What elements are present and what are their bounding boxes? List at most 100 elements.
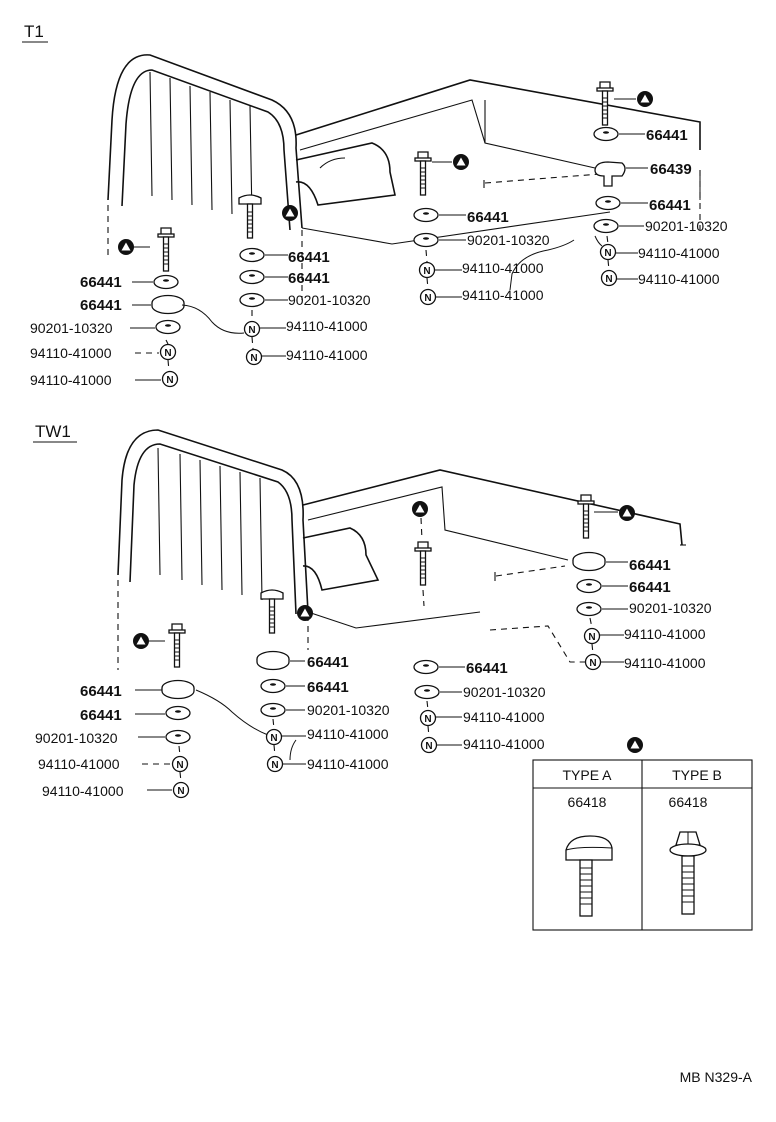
nut-icon: N bbox=[245, 348, 263, 366]
svg-text:N: N bbox=[248, 325, 255, 336]
type-marker-icon bbox=[453, 154, 469, 170]
part-number: 94110-41000 bbox=[462, 287, 544, 303]
part-number: 94110-41000 bbox=[624, 626, 706, 642]
svg-text:N: N bbox=[589, 658, 596, 669]
washer-icon bbox=[260, 702, 286, 718]
bolt-icon bbox=[168, 623, 186, 668]
part-number: 94110-41000 bbox=[463, 736, 545, 752]
nut-icon: N bbox=[172, 781, 190, 799]
part-number: 66441 bbox=[80, 297, 122, 314]
type-marker-icon bbox=[412, 501, 428, 517]
part-number: 66441 bbox=[288, 270, 330, 287]
legend-part-type-a: 66418 bbox=[568, 794, 607, 810]
svg-text:N: N bbox=[424, 714, 431, 725]
stack-tw1-mid: 66441 90201-10320 N 94110-41000 N 94110-… bbox=[289, 501, 546, 761]
cushion-washer-icon bbox=[576, 578, 602, 594]
part-number: 66441 bbox=[467, 209, 509, 226]
nut-icon: N bbox=[420, 736, 438, 754]
part-number: 90201-10320 bbox=[307, 702, 390, 718]
stack-t1-right: 66441 66439 66441 90201-10320 N 94110-41… bbox=[593, 81, 728, 287]
type-marker-icon bbox=[637, 91, 653, 107]
section-t1: T1 664 bbox=[22, 22, 728, 388]
part-number: 94110-41000 bbox=[307, 726, 389, 742]
svg-text:N: N bbox=[604, 248, 611, 259]
part-number: 94110-41000 bbox=[30, 372, 112, 388]
part-number: 66439 bbox=[650, 161, 692, 178]
part-number: 94110-41000 bbox=[624, 655, 706, 671]
washer-icon bbox=[413, 232, 439, 248]
part-number: 94110-41000 bbox=[30, 345, 112, 361]
stack-tw1-left: 66441 66441 90201-10320 N 94110-41000 N … bbox=[35, 623, 269, 799]
part-number: 66441 bbox=[80, 274, 122, 291]
washer-icon bbox=[414, 684, 440, 700]
nut-icon: N bbox=[583, 627, 601, 645]
cushion-washer-icon bbox=[161, 679, 195, 700]
cushion-washer-icon bbox=[595, 195, 621, 211]
stack-t1-center: 66441 66441 90201-10320 N 94110-41000 N … bbox=[181, 194, 371, 366]
part-number: 90201-10320 bbox=[35, 730, 118, 746]
t-bolt-type-a-icon bbox=[565, 835, 613, 917]
bracket-icon bbox=[594, 161, 626, 187]
cushion-washer-icon bbox=[165, 705, 191, 721]
cushion-washer-icon bbox=[239, 269, 265, 285]
part-number: 94110-41000 bbox=[462, 260, 544, 276]
bolt-type-legend: TYPE A TYPE B 66418 66418 bbox=[532, 737, 753, 931]
part-number: 66441 bbox=[307, 654, 349, 671]
part-number: 94110-41000 bbox=[286, 318, 368, 334]
type-marker-icon bbox=[133, 633, 149, 649]
part-number: 90201-10320 bbox=[467, 232, 550, 248]
cushion-washer-icon bbox=[413, 207, 439, 223]
washer-icon bbox=[155, 319, 181, 335]
part-number: 90201-10320 bbox=[288, 292, 371, 308]
nut-icon: N bbox=[171, 755, 189, 773]
washer-icon bbox=[165, 729, 191, 745]
nut-icon: N bbox=[599, 243, 617, 261]
nut-icon: N bbox=[266, 755, 284, 773]
svg-text:N: N bbox=[423, 266, 430, 277]
nut-icon: N bbox=[600, 269, 618, 287]
stack-t1-mid: 66441 90201-10320 N 94110-41000 N 94110-… bbox=[413, 151, 575, 306]
part-number: 66441 bbox=[288, 249, 330, 266]
part-number: 66441 bbox=[649, 197, 691, 214]
part-number: 94110-41000 bbox=[286, 347, 368, 363]
nut-icon: N bbox=[265, 728, 283, 746]
section-label-t1: T1 bbox=[24, 22, 44, 41]
bolt-icon bbox=[157, 227, 175, 272]
legend-header-type-b: TYPE B bbox=[672, 767, 722, 783]
type-marker-icon bbox=[282, 205, 298, 221]
nut-icon: N bbox=[159, 343, 177, 361]
part-number: 94110-41000 bbox=[638, 271, 720, 287]
part-number: 66441 bbox=[80, 707, 122, 724]
cushion-washer-icon bbox=[260, 678, 286, 694]
washer-icon bbox=[239, 292, 265, 308]
svg-text:N: N bbox=[177, 786, 184, 797]
svg-text:N: N bbox=[588, 632, 595, 643]
cushion-washer-icon bbox=[593, 126, 619, 142]
bolt-icon bbox=[577, 494, 595, 539]
legend-part-type-b: 66418 bbox=[669, 794, 708, 810]
part-number: 66441 bbox=[80, 683, 122, 700]
type-marker-icon bbox=[627, 737, 643, 753]
section-label-tw1: TW1 bbox=[35, 422, 71, 441]
svg-text:N: N bbox=[270, 733, 277, 744]
stack-tw1-center: 66441 66441 90201-10320 N 94110-41000 N … bbox=[256, 589, 390, 773]
part-number: 94110-41000 bbox=[638, 245, 720, 261]
cushion-washer-icon bbox=[256, 650, 290, 671]
svg-text:N: N bbox=[164, 348, 171, 359]
t-bolt-icon bbox=[260, 589, 284, 634]
nut-icon: N bbox=[243, 320, 261, 338]
t-bolt-icon bbox=[238, 194, 262, 239]
cushion-washer-icon bbox=[153, 274, 179, 290]
type-marker-icon bbox=[619, 505, 635, 521]
part-number: 94110-41000 bbox=[42, 783, 124, 799]
legend-header-type-a: TYPE A bbox=[562, 767, 612, 783]
bolt-icon bbox=[414, 541, 432, 586]
part-number: 66441 bbox=[466, 660, 508, 677]
nut-icon: N bbox=[418, 261, 436, 279]
stack-t1-left: 66441 66441 90201-10320 N 94110-41000 N … bbox=[30, 227, 185, 388]
type-marker-icon bbox=[297, 605, 313, 621]
section-tw1: TW1 66441 66441 bbox=[33, 422, 712, 799]
svg-text:N: N bbox=[605, 274, 612, 285]
stack-tw1-right: 66441 66441 90201-10320 N 94110-41000 N … bbox=[572, 494, 712, 671]
